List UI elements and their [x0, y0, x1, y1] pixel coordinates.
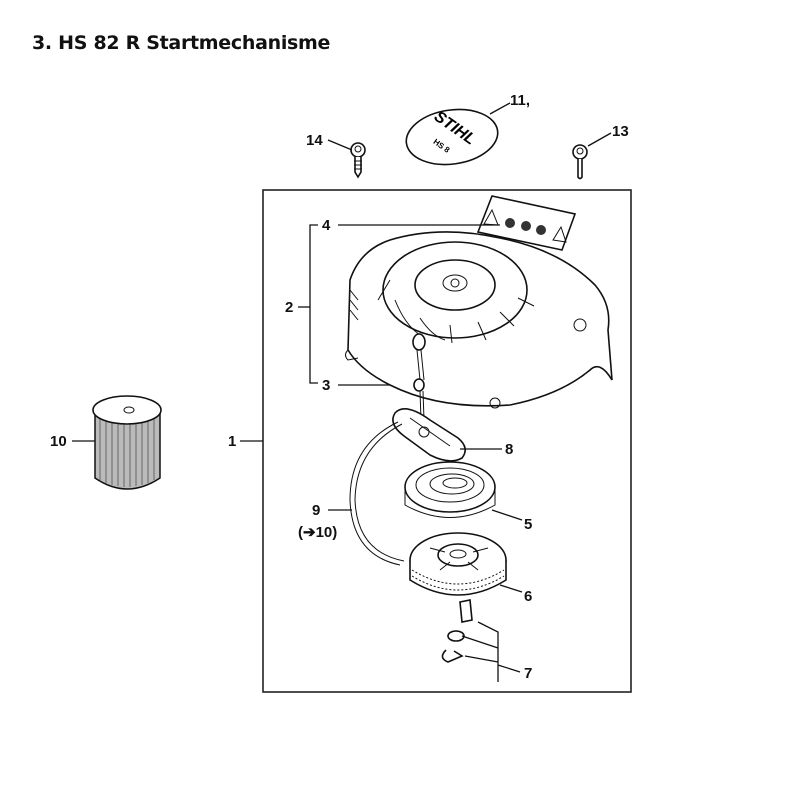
label-6[interactable]: 6 — [524, 588, 532, 605]
spring-clip[interactable] — [441, 649, 464, 663]
label-8[interactable]: 8 — [505, 441, 513, 458]
label-5[interactable]: 5 — [524, 516, 532, 533]
label-1[interactable]: 1 — [228, 433, 236, 450]
label-7[interactable]: 7 — [524, 665, 532, 682]
label-14[interactable]: 14 — [306, 132, 323, 149]
screw-13[interactable] — [572, 144, 588, 180]
label-9-ref[interactable]: (➔10) — [298, 524, 337, 541]
page-title: 3. HS 82 R Startmechanisme — [32, 32, 331, 54]
label-11[interactable]: 11, — [510, 92, 530, 109]
rope-upper — [416, 349, 425, 421]
starter-rope[interactable] — [349, 421, 405, 566]
rewind-spring[interactable] — [404, 461, 496, 518]
label-9[interactable]: 9 — [312, 502, 320, 519]
pawl[interactable] — [459, 599, 473, 623]
rope-rotor[interactable] — [409, 532, 507, 596]
grommet-3[interactable] — [413, 378, 425, 392]
label-13[interactable]: 13 — [612, 123, 629, 140]
label-2[interactable]: 2 — [285, 299, 293, 316]
grommet — [412, 333, 426, 351]
label-10[interactable]: 10 — [50, 433, 67, 450]
label-3[interactable]: 3 — [322, 377, 330, 394]
washer[interactable] — [447, 630, 465, 642]
starter-housing[interactable] — [345, 231, 613, 409]
starter-grip[interactable] — [392, 408, 466, 462]
screw-14[interactable] — [350, 142, 366, 179]
rope-spool[interactable] — [92, 395, 162, 490]
label-4[interactable]: 4 — [322, 217, 331, 234]
stihl-decal[interactable]: STIHL HS 8 — [403, 104, 502, 170]
